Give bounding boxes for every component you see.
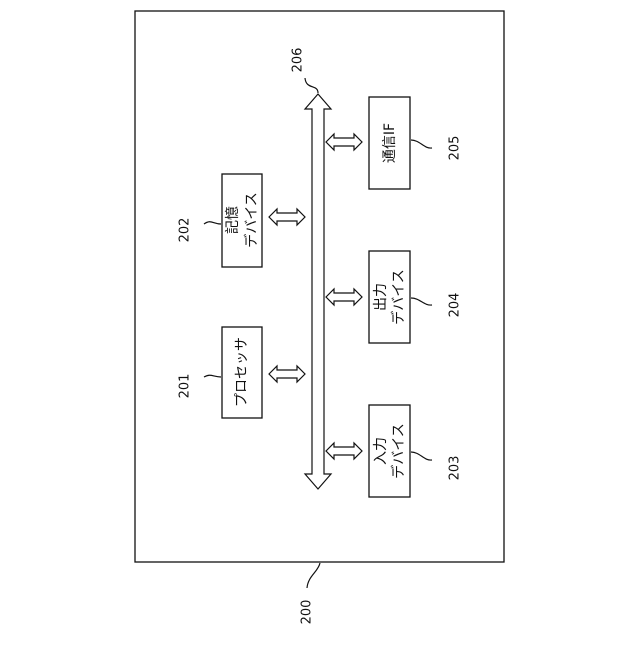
processor-label: プロセッサ	[234, 337, 250, 407]
output-label-line1: 出力	[373, 283, 389, 311]
storage-ref-label: 202	[178, 218, 193, 243]
frame-leader-line	[307, 563, 320, 588]
output-ref-label: 204	[448, 293, 463, 318]
frame-ref-label: 200	[300, 600, 315, 625]
storage-label-line1: 記憶	[224, 206, 241, 234]
processor-ref-label: 201	[178, 374, 193, 399]
bus-ref-label: 206	[291, 48, 306, 73]
input-ref-label: 203	[448, 456, 463, 481]
output-label-line2: デバイス	[390, 269, 407, 325]
storage-label-line2: デバイス	[243, 192, 260, 248]
comm-if-label: 通信IF	[382, 123, 398, 163]
input-label-line2: デバイス	[390, 423, 407, 479]
input-label-line1: 入力	[373, 437, 389, 465]
comm-if-ref-label: 205	[448, 136, 463, 161]
